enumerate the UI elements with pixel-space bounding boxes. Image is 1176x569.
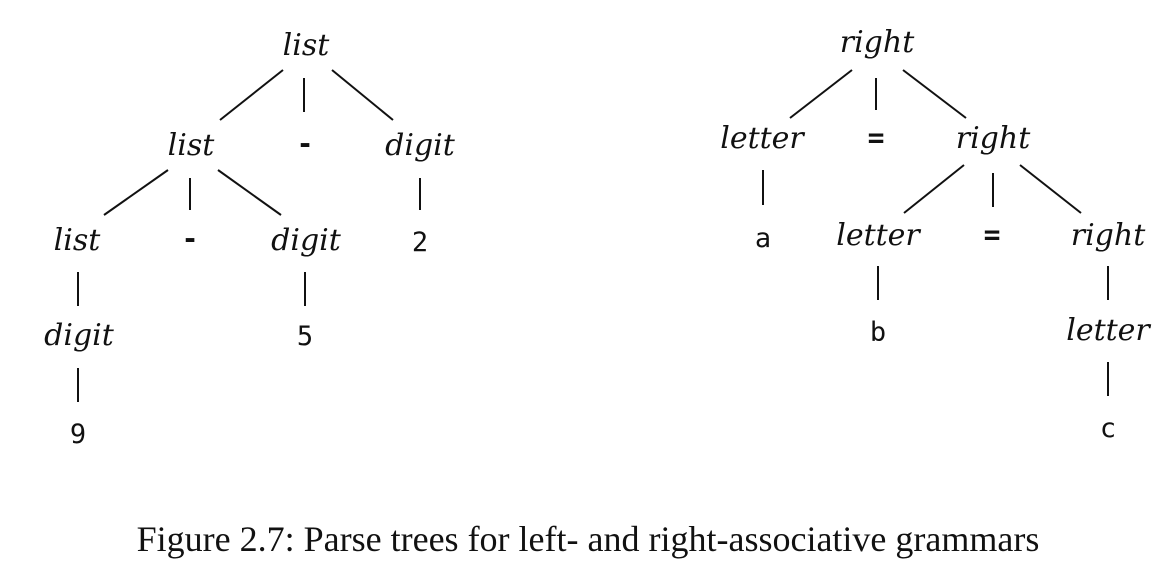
node-digit: digit — [385, 128, 456, 163]
node-equals: = — [868, 121, 885, 154]
right-tree-edges — [762, 69, 1109, 396]
node-list: list — [54, 223, 102, 258]
node-right: right — [1071, 218, 1146, 253]
node-letter: letter — [720, 121, 805, 156]
node-right: right — [956, 121, 1031, 156]
edge — [902, 69, 967, 119]
node-right-root: right — [840, 25, 915, 60]
node-list: list — [168, 128, 216, 163]
leaf-5: 5 — [297, 321, 313, 352]
edge — [103, 169, 169, 216]
node-list-root: list — [283, 28, 331, 63]
node-digit: digit — [271, 223, 342, 258]
right-tree: right letter = right a letter = right b … — [720, 25, 1151, 444]
figure-caption: Figure 2.7: Parse trees for left- and ri… — [136, 519, 1040, 559]
node-equals: = — [984, 218, 1001, 251]
node-digit: digit — [44, 318, 115, 353]
node-letter: letter — [1066, 313, 1151, 348]
edge — [219, 69, 284, 121]
edge — [789, 69, 853, 119]
left-tree-edges — [77, 69, 421, 402]
left-tree: list list - digit list - digit 2 digit 5… — [44, 28, 456, 450]
leaf-2: 2 — [412, 227, 428, 258]
edge — [331, 69, 394, 121]
node-letter: letter — [836, 218, 921, 253]
edge — [903, 164, 965, 214]
leaf-a: a — [755, 223, 771, 254]
leaf-c: c — [1100, 413, 1116, 444]
edge — [217, 169, 282, 216]
edge — [1019, 164, 1082, 214]
leaf-b: b — [870, 317, 886, 348]
leaf-9: 9 — [70, 419, 86, 450]
node-minus: - — [182, 222, 199, 255]
node-minus: - — [297, 127, 314, 160]
